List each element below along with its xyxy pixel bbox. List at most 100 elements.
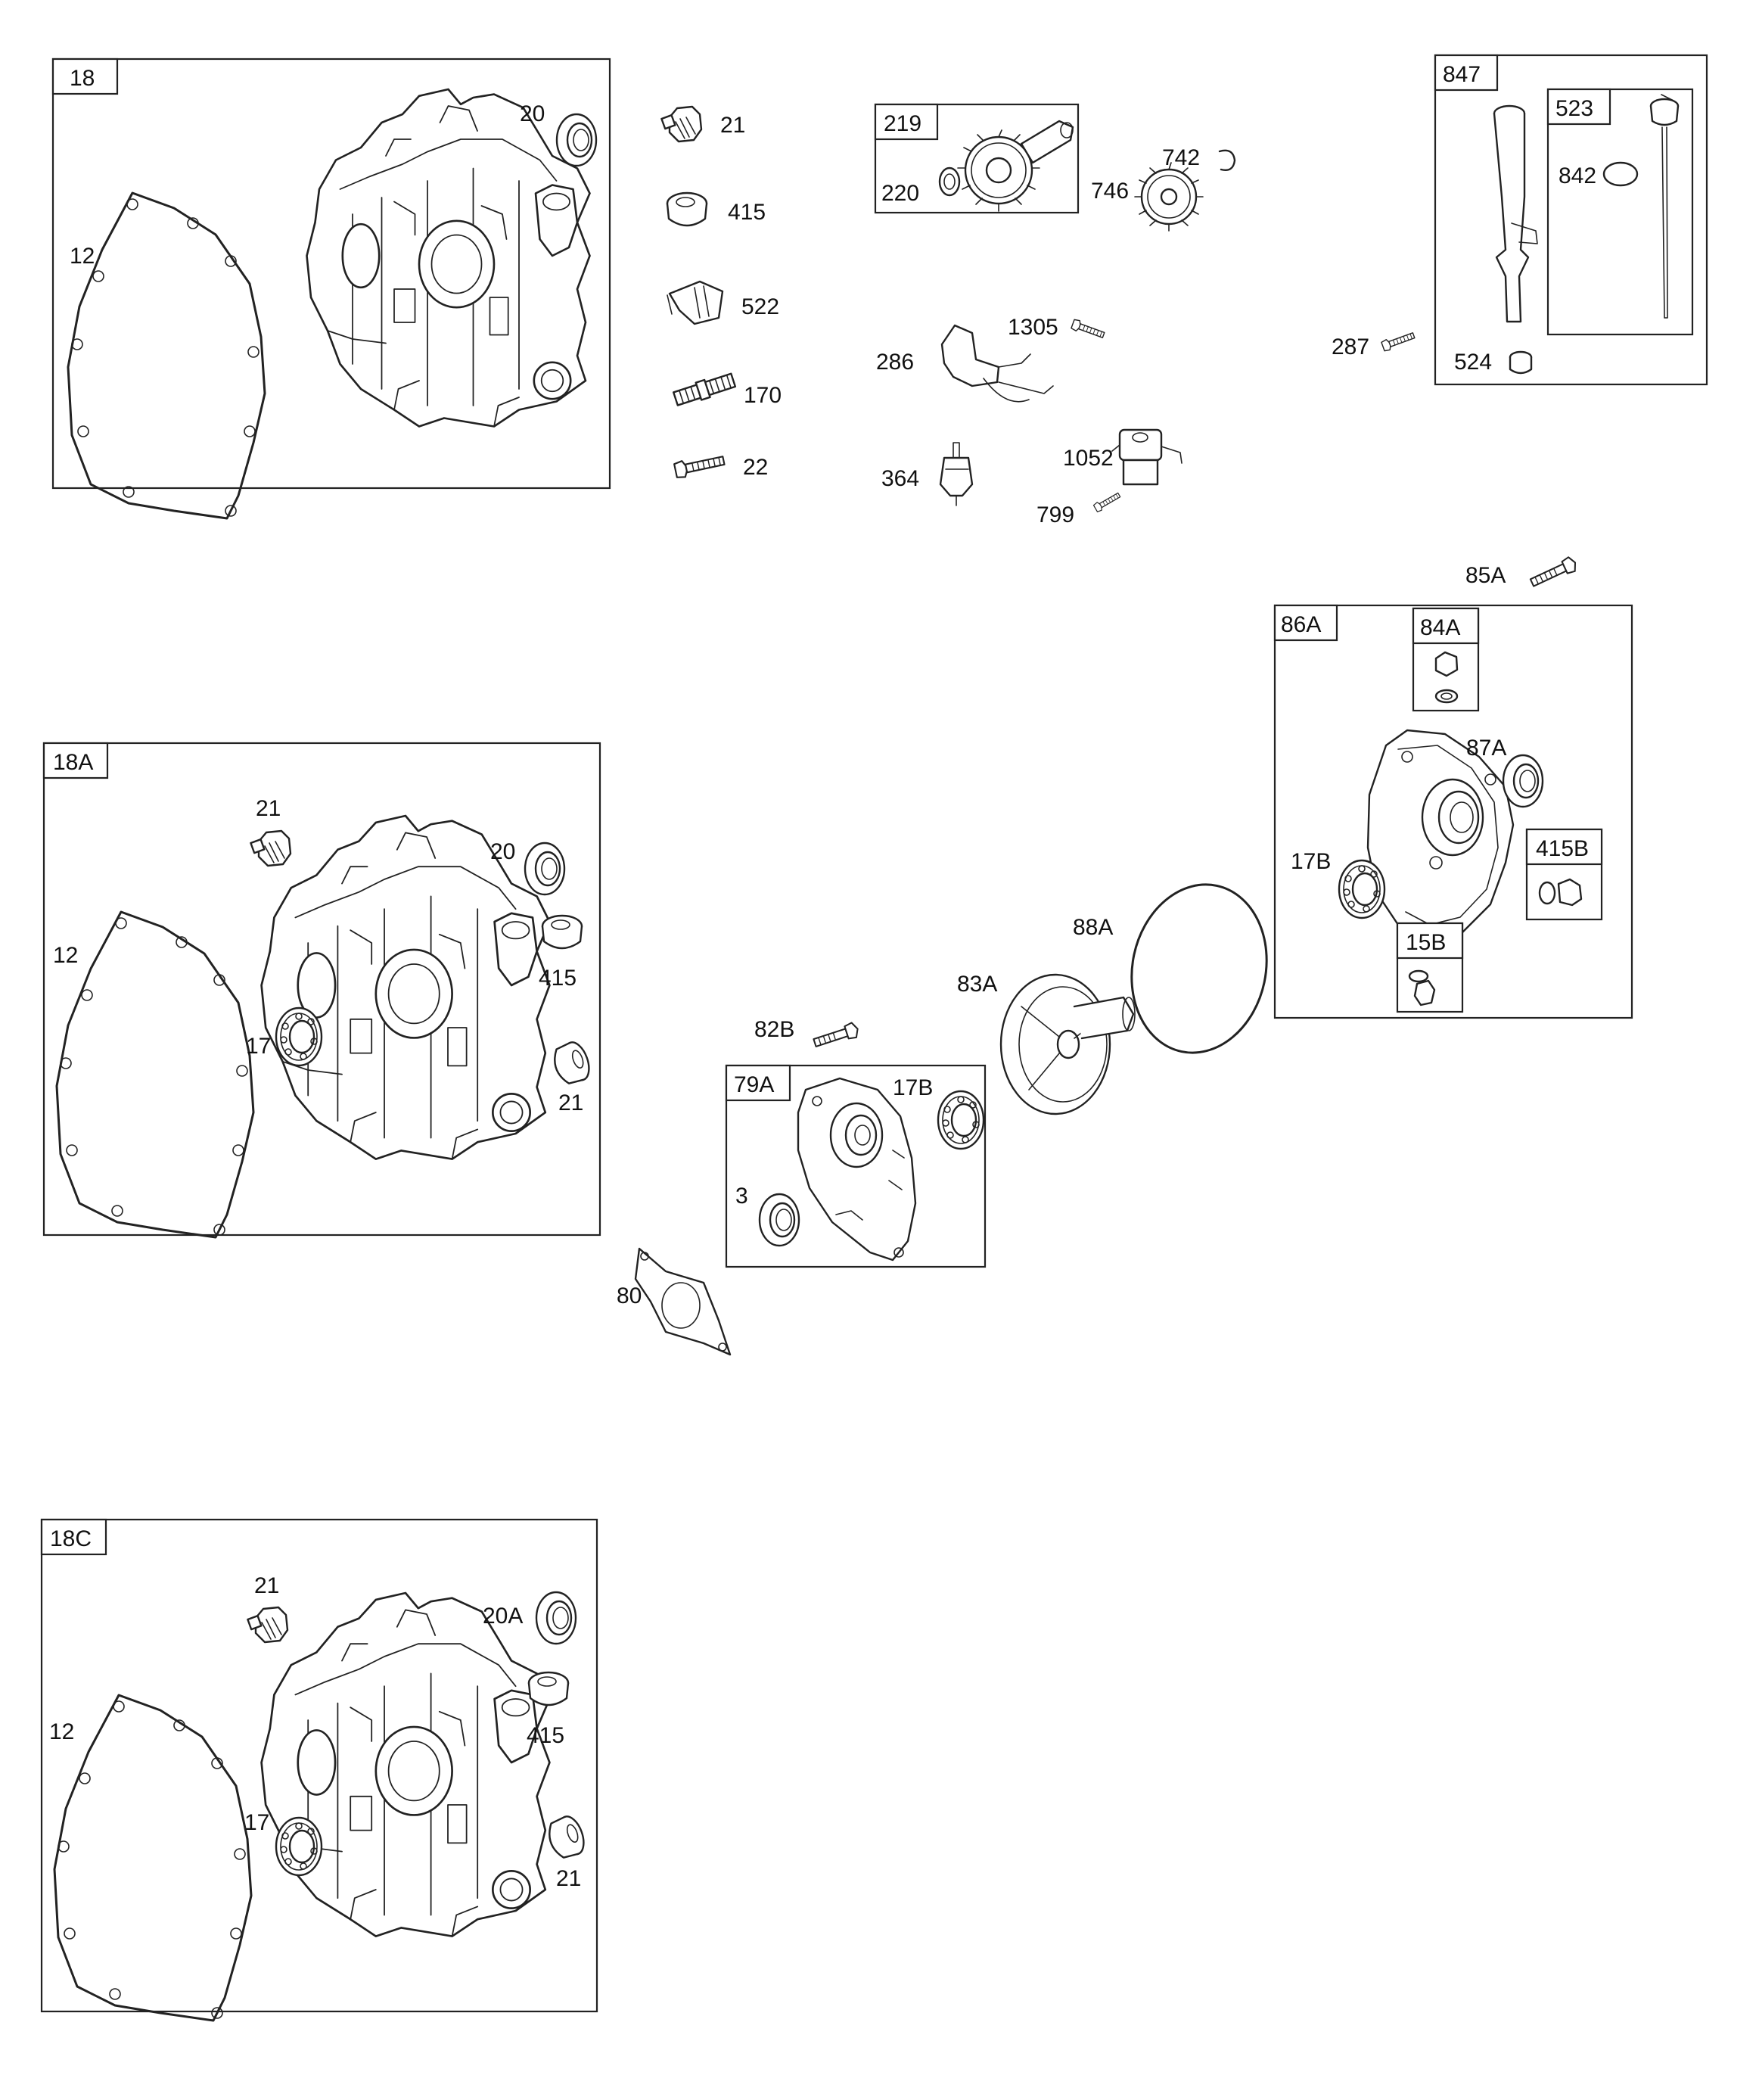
group-79A: 79A 17B 3 (725, 1064, 987, 1268)
callout-842: 842 (1559, 163, 1596, 188)
gear-746-drawing (1134, 162, 1204, 232)
callout-522: 522 (741, 294, 779, 319)
group-86A-tag: 86A (1281, 612, 1321, 637)
callout-287: 287 (1332, 334, 1369, 359)
o-ring-842-drawing (1602, 161, 1639, 187)
callout-415-18A: 415 (539, 966, 576, 991)
bolt-82B-drawing (813, 1022, 859, 1047)
callout-20-18A: 20 (490, 839, 515, 864)
group-219-tag: 219 (884, 111, 921, 136)
callout-22: 22 (743, 455, 768, 480)
callout-20A-18C: 20A (483, 1604, 523, 1629)
callout-1305: 1305 (1008, 315, 1058, 340)
part-522-drawing (667, 280, 724, 325)
seal-20A-18C-drawing (535, 1591, 577, 1645)
group-18: 18 12 20 (51, 58, 611, 520)
part-83A-drawing (999, 973, 1136, 1115)
callout-17B-right: 17B (1291, 849, 1331, 874)
group-219: 219 220 (874, 103, 1080, 214)
part-364-drawing (939, 442, 974, 506)
callout-170: 170 (744, 383, 782, 408)
bearing-17B-center-drawing (937, 1090, 985, 1150)
group-86A: 86A 84A 87A 17B 415B (1273, 604, 1633, 1019)
callout-83A: 83A (957, 972, 997, 997)
screw-1305-drawing (1070, 318, 1106, 341)
callout-742: 742 (1162, 145, 1200, 170)
callout-220: 220 (881, 181, 919, 206)
group-847: 847 524 (1434, 54, 1708, 386)
crankcase-cover-drawing (306, 88, 591, 428)
bolt-85A-drawing (1529, 556, 1577, 587)
gasket-12-18C-drawing (53, 1694, 253, 2022)
callout-415-18C: 415 (527, 1723, 564, 1748)
callout-524: 524 (1454, 350, 1492, 375)
gasket-12-drawing (67, 191, 266, 520)
group-84A-tag: 84A (1420, 615, 1460, 640)
plug-21-18C-bottom-drawing (543, 1812, 589, 1862)
callout-82B: 82B (754, 1017, 794, 1042)
group-847-tag: 847 (1443, 62, 1481, 87)
group-15B-tag: 15B (1406, 930, 1446, 955)
cap-415-drawing (666, 191, 708, 227)
group-79A-tag: 79A (734, 1072, 774, 1097)
callout-12-18A: 12 (53, 943, 78, 968)
governor-gear-drawing (957, 120, 1074, 212)
stud-170-drawing (673, 372, 737, 406)
bracket-286-drawing (940, 324, 1054, 403)
callout-17-18C: 17 (244, 1810, 269, 1835)
callout-286: 286 (876, 350, 914, 375)
callout-799: 799 (1036, 502, 1074, 527)
group-18C-tag: 18C (50, 1526, 92, 1551)
seal-87A-drawing (1502, 754, 1544, 808)
cap-415-18C-drawing (527, 1671, 570, 1706)
callout-20: 20 (520, 101, 545, 126)
gasket-12-18A-drawing (55, 910, 255, 1239)
callout-415: 415 (728, 200, 766, 225)
bearing-17-18A-drawing (275, 1006, 323, 1067)
gasket-80-drawing (634, 1247, 732, 1356)
callout-3: 3 (735, 1184, 748, 1209)
callout-88A: 88A (1073, 915, 1113, 940)
loose-parts-column: 21 415 522 170 22 (660, 105, 782, 480)
crankcase-cover-18C-drawing (260, 1591, 551, 1937)
callout-21-18A-top: 21 (256, 796, 281, 821)
group-523: 523 842 (1546, 88, 1694, 336)
dipstick-tube-drawing (1493, 104, 1538, 323)
plug-84A-drawing (1434, 651, 1459, 704)
part-1052-drawing (1111, 428, 1183, 486)
group-18-tag: 18 (70, 66, 95, 91)
bolt-287-drawing (1380, 329, 1416, 353)
plug-415B-drawing (1538, 878, 1583, 907)
plug-21-18C-top-drawing (247, 1606, 289, 1644)
callout-746: 746 (1091, 179, 1129, 204)
washer-220-drawing (938, 166, 961, 197)
callout-21-18C-bottom: 21 (556, 1866, 581, 1891)
group-415B-tag: 415B (1536, 836, 1589, 861)
crankcase-cover-18A-drawing (260, 814, 551, 1160)
callout-85A: 85A (1465, 563, 1506, 588)
callout-21-18A-bottom: 21 (558, 1090, 583, 1115)
callout-1052: 1052 (1063, 446, 1114, 471)
callout-80: 80 (617, 1283, 642, 1308)
dipstick-drawing (1649, 94, 1680, 319)
group-18A: 18A 12 21 20 415 17 21 (42, 742, 601, 1239)
o-ring-88A-drawing (1130, 883, 1268, 1054)
seal-524-drawing (1509, 350, 1533, 375)
cap-415-18A-drawing (541, 914, 583, 950)
seal-3-drawing (758, 1193, 800, 1247)
group-18A-tag: 18A (53, 750, 93, 775)
clip-742-drawing (1218, 149, 1236, 171)
screw-799-drawing (1092, 490, 1122, 513)
cover-86A-drawing (1366, 729, 1515, 944)
housing-79A-drawing (797, 1077, 917, 1262)
plug-21-drawing (660, 105, 703, 143)
callout-87A: 87A (1466, 736, 1506, 761)
group-523-tag: 523 (1555, 96, 1593, 121)
callout-12-18C: 12 (49, 1719, 74, 1744)
callout-21: 21 (720, 113, 745, 138)
seal-20-drawing (555, 113, 598, 167)
plug-21-18A-top-drawing (250, 829, 292, 867)
callout-17B-center: 17B (893, 1075, 933, 1100)
group-18C: 18C 12 21 20A 415 17 21 (40, 1518, 598, 2022)
callout-21-18C-top: 21 (254, 1573, 279, 1598)
